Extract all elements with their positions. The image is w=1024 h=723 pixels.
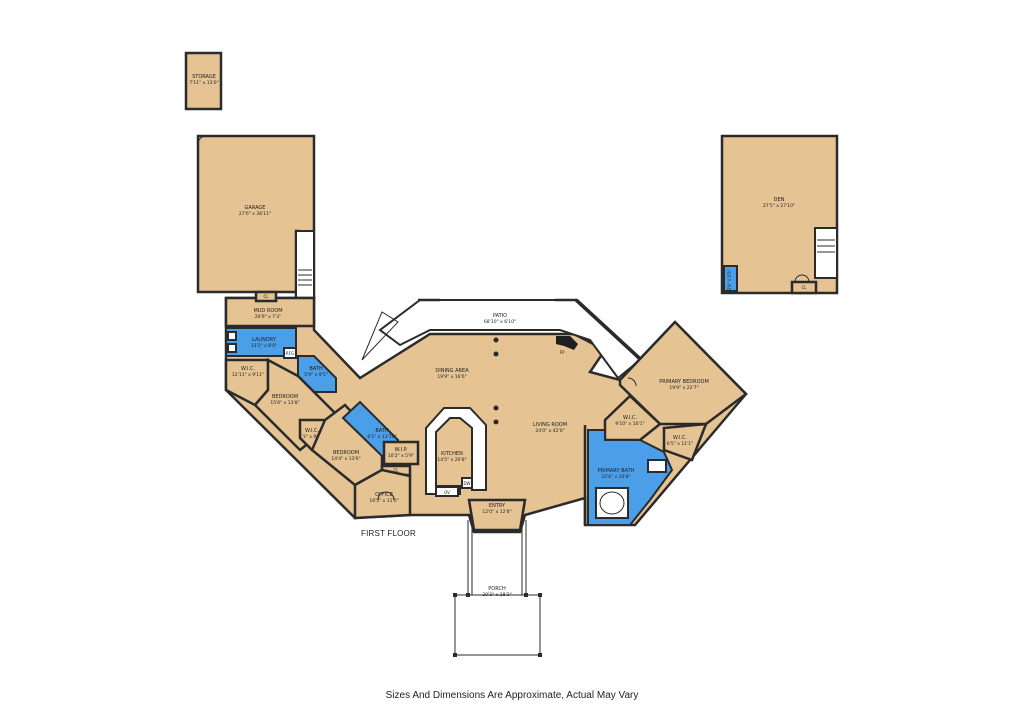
porch-name: PORCH <box>488 586 506 592</box>
entry-name: ENTRY <box>489 503 506 509</box>
wip-name: W.I.P. <box>395 447 408 453</box>
primary-bedroom-name: PRIMARY BEDROOM <box>659 379 709 385</box>
garage-door-swing <box>197 135 207 145</box>
bedroom-2-dims: 14'4" x 13'6" <box>331 456 360 462</box>
patio-name: PATIO <box>493 313 507 319</box>
laundry-name: LAUNDRY <box>252 337 277 343</box>
refrigerator <box>283 347 297 359</box>
den-closet-door-swing <box>794 274 810 283</box>
bathtub-basin <box>599 491 625 515</box>
wic-4-dims: 6'5" x 11'1" <box>667 441 693 447</box>
den-closet <box>790 280 818 295</box>
patio-dims: 68'10" x 6'10" <box>484 319 516 325</box>
office <box>353 468 412 520</box>
bedroom-1-name: BEDROOM <box>272 394 298 400</box>
garage-stair-area <box>295 230 315 299</box>
mud-closet <box>254 290 278 303</box>
office-closet-name: CL <box>393 468 399 473</box>
porch-dims: 20'3" x 28'2" <box>482 592 511 598</box>
bath-2-name: BATH <box>375 428 389 434</box>
living-room-name: LIVING ROOM <box>533 422 567 428</box>
dishwasher-label: DW <box>463 481 470 486</box>
bedroom-2-name: BEDROOM <box>333 450 359 456</box>
wic-1-name: W.I.C. <box>241 366 256 372</box>
support-columns <box>493 337 499 425</box>
porch <box>453 520 542 657</box>
wic-3-dims: 9'10" x 10'1" <box>615 421 644 427</box>
patio-wall <box>418 298 641 359</box>
wic-3-name: W.I.C. <box>623 415 638 421</box>
office-name: OFFICE <box>375 492 393 498</box>
garage-dims: 27'6" x 36'11" <box>239 211 271 217</box>
laundry-dims: 13'2" x 8'0" <box>251 343 277 349</box>
oven <box>435 486 459 497</box>
primary-bedroom-door-swing <box>627 377 637 387</box>
storage-name: STORAGE <box>192 74 216 80</box>
wip-dims: 10'2" x 5'9" <box>388 453 414 459</box>
den-name: DEN <box>774 197 785 203</box>
garage-name: GARAGE <box>245 205 266 211</box>
mud-closet-name: CL <box>263 294 269 299</box>
den-bath <box>723 265 738 292</box>
den-dims: 27'5" x 27'10" <box>763 203 795 209</box>
bedroom-1-dims: 15'6" x 13'8" <box>270 400 299 406</box>
storage-room <box>184 51 223 111</box>
bath-2-dims: 6'1" x 13'10" <box>367 434 396 440</box>
oven-label: OV <box>444 490 450 495</box>
fireplace <box>556 336 578 350</box>
washer <box>227 331 237 341</box>
dishwasher <box>461 477 473 489</box>
bath-1-name: BATH <box>309 366 323 372</box>
primary-bath-name: PRIMARY BATH <box>598 468 635 474</box>
bath-1-dims: 5'9" x 9'5" <box>304 372 328 378</box>
primary-bedroom-dims: 19'9" x 22'7" <box>669 385 698 391</box>
kitchen-name: KITCHEN <box>441 451 463 457</box>
kitchen-dims: 14'5" x 20'8" <box>437 457 466 463</box>
mud-room-name: MUD ROOM <box>253 308 282 314</box>
patio-door <box>361 311 399 361</box>
wic-1-dims: 12'11" x 9'11" <box>232 372 264 378</box>
refrigerator-label: RFG <box>286 351 294 356</box>
den-bath-dims: 3'4" x 5'5" <box>727 269 732 290</box>
primary-bath-dims: 22'6" x 20'8" <box>601 474 630 480</box>
vanity <box>647 459 667 473</box>
entry-dims: 12'0" x 12'8" <box>482 509 511 515</box>
laundry-room <box>225 327 297 357</box>
dining-area-dims: 19'9" x 16'6" <box>437 374 466 380</box>
office-dims: 16'5" x 11'0" <box>369 498 398 504</box>
wip-pantry <box>382 440 420 466</box>
living-room-dims: 24'0" x 42'0" <box>535 428 564 434</box>
bathtub <box>595 487 629 519</box>
floor-title: FIRST FLOOR <box>361 529 416 538</box>
wic-2-name: W.I.C. <box>305 428 320 434</box>
wic-2-dims: 4'3" x 9'11" <box>299 434 325 440</box>
storage-dims: 7'11" x 13'0" <box>189 80 218 86</box>
office-door-swing <box>377 491 395 501</box>
garage-stairs <box>298 269 312 286</box>
den-closet-name: CL <box>801 285 807 290</box>
den-stairs <box>817 239 835 253</box>
mud-room-dims: 20'9" x 7'3" <box>255 314 281 320</box>
dryer <box>227 343 237 353</box>
wic-4-name: W.I.C. <box>673 435 688 441</box>
dining-area-name: DINING AREA <box>435 368 469 374</box>
dimensions-disclaimer: Sizes And Dimensions Are Approximate, Ac… <box>385 690 639 701</box>
den-stair-area <box>814 227 838 279</box>
patio <box>378 299 642 380</box>
fireplace-label: FP <box>560 350 565 355</box>
wic-4 <box>662 422 708 462</box>
